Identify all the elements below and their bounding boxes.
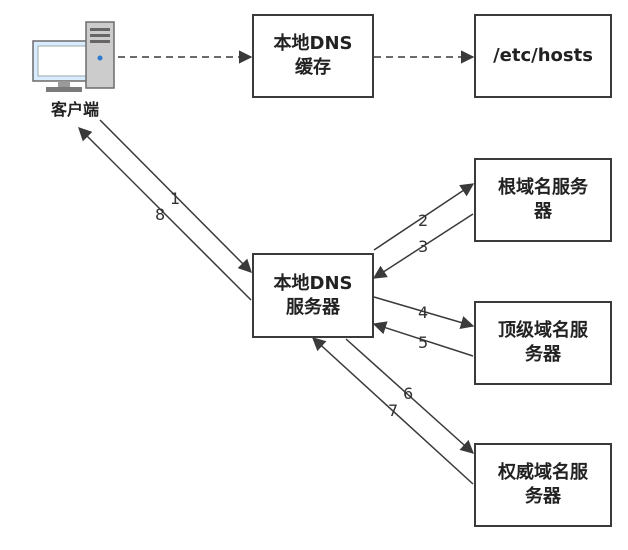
local-dns-server-line2: 服务器 bbox=[285, 296, 340, 318]
tld-server-box: 顶级域名服 务器 bbox=[474, 301, 612, 385]
tld-server-line2: 务器 bbox=[525, 344, 561, 365]
dns-cache-line2: 缓存 bbox=[294, 57, 331, 78]
dns-cache-line1: 本地DNS bbox=[273, 33, 353, 54]
auth-server-line2: 务器 bbox=[525, 486, 561, 507]
arrow-step-6 bbox=[345, 338, 475, 454]
tld-server-line1: 顶级域名服 bbox=[498, 320, 588, 341]
root-server-box: 根域名服务 器 bbox=[474, 158, 612, 242]
step-label-4: 4 bbox=[418, 303, 428, 322]
root-server-line2: 器 bbox=[534, 201, 552, 222]
auth-server-box: 权威域名服 务器 bbox=[474, 443, 612, 527]
arrow-step-2 bbox=[373, 183, 475, 251]
step-label-7: 7 bbox=[388, 401, 398, 420]
arrow-step-4 bbox=[373, 296, 475, 330]
arrow-step-8 bbox=[78, 127, 252, 301]
step-label-6: 6 bbox=[403, 384, 413, 403]
client-computer-icon bbox=[32, 21, 115, 92]
dns-cache-box: 本地DNS 缓存 bbox=[252, 14, 374, 98]
step-label-3: 3 bbox=[418, 237, 428, 256]
client-label: 客户端 bbox=[50, 100, 99, 119]
hosts-file-box: /etc/hosts bbox=[474, 14, 612, 98]
step-label-8: 8 bbox=[155, 205, 165, 224]
hosts-file-label: /etc/hosts bbox=[493, 45, 593, 66]
local-dns-server-line1: 本地DNS bbox=[273, 272, 353, 294]
arrow-step-1 bbox=[99, 119, 252, 273]
local-dns-server-box: 本地DNS 服务器 bbox=[252, 253, 374, 338]
root-server-line1: 根域名服务 bbox=[498, 177, 588, 198]
arrow-step-5 bbox=[372, 321, 474, 357]
step-label-5: 5 bbox=[418, 333, 428, 352]
auth-server-line1: 权威域名服 bbox=[498, 462, 588, 483]
arrow-step-7 bbox=[312, 337, 474, 485]
arrow-step-3 bbox=[372, 213, 474, 279]
step-label-1: 1 bbox=[170, 189, 180, 208]
step-label-2: 2 bbox=[418, 211, 428, 230]
